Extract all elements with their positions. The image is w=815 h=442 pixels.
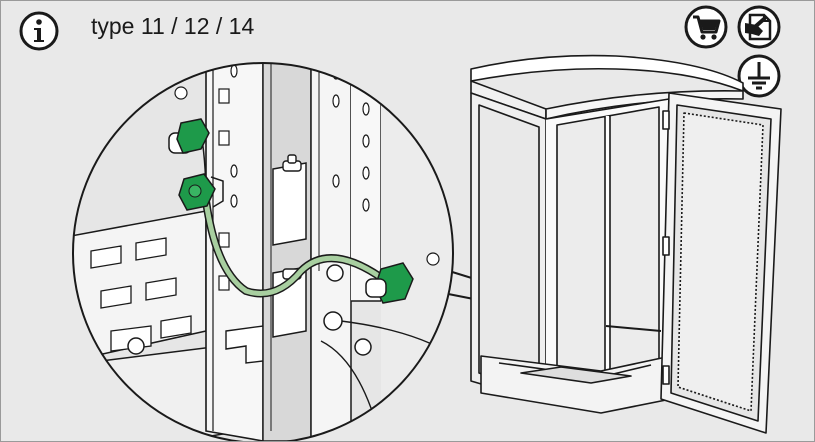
page-title: type 11 / 12 / 14 <box>91 13 255 39</box>
enclosure-cabinet <box>470 54 782 434</box>
zoom-circle <box>72 62 454 441</box>
info-icon <box>19 11 59 51</box>
ground-nut-door <box>365 262 414 304</box>
shopping-cart-icon <box>684 5 728 49</box>
ground-nut-middle <box>178 173 224 211</box>
ground-symbol-icon <box>737 54 781 98</box>
ground-nut-upper <box>168 118 210 154</box>
hand-document-icon <box>737 5 781 49</box>
ground-mark-icon <box>174 86 440 266</box>
